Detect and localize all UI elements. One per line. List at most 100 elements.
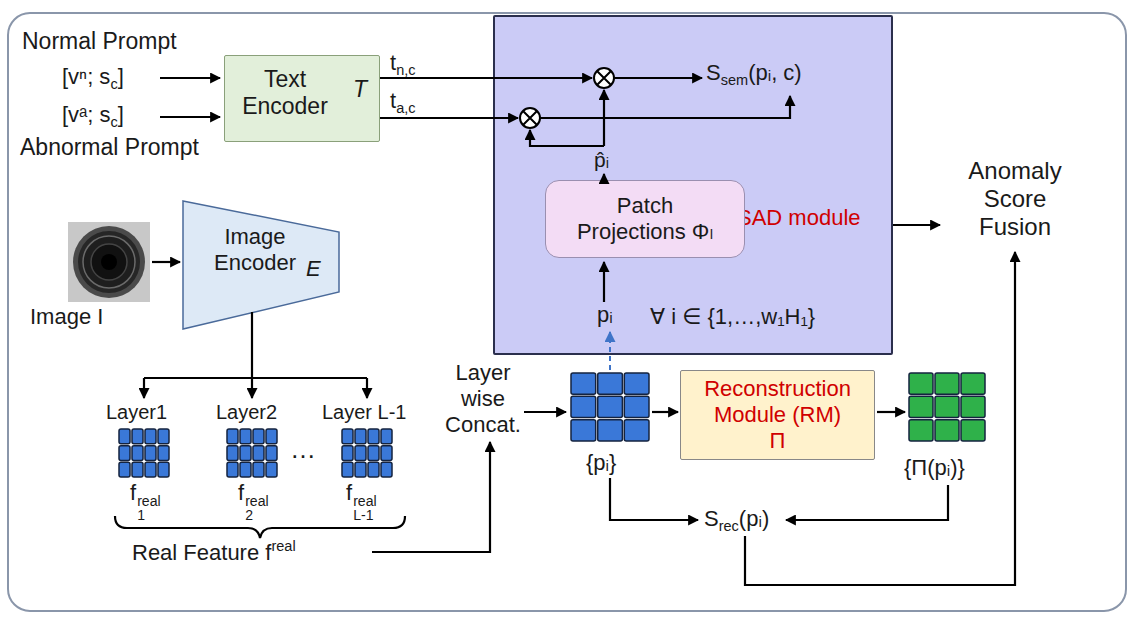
- projection-arrow: [603, 90, 605, 146]
- grid-cell: [119, 429, 130, 444]
- grid-cell: [240, 462, 251, 477]
- rm-output-arrow: [877, 411, 905, 413]
- subscript-text: c: [111, 114, 118, 130]
- grid-cell: [253, 462, 264, 477]
- grid-cell: [571, 396, 596, 417]
- grid-cell: [909, 396, 933, 417]
- label-group: Layer2: [216, 401, 277, 425]
- node-text: Image Encoder: [200, 224, 310, 276]
- script-stack: real2: [245, 494, 268, 522]
- label-text: Image I: [30, 304, 103, 329]
- grid-cell: [624, 396, 649, 417]
- grid-cell: [961, 396, 985, 417]
- label-group: freal1: [130, 480, 161, 522]
- grid-cell: [240, 429, 251, 444]
- dashed-arrow: [609, 332, 611, 370]
- grid-cell: [909, 373, 933, 394]
- grid-cell: [624, 420, 649, 441]
- grid-cell: [961, 420, 985, 441]
- grid-cell: [342, 429, 353, 444]
- subscript-text: a,c: [396, 100, 415, 116]
- grid-cell: [266, 446, 277, 461]
- image-arrow: [152, 261, 180, 263]
- grid-cell: [598, 396, 623, 417]
- grid-cell: [158, 446, 169, 461]
- grid-cell: [381, 446, 392, 461]
- multiply-symbol: [594, 68, 614, 88]
- subscript-text: rec: [719, 518, 739, 534]
- feature-grids: [119, 373, 985, 477]
- grid-cell: [266, 462, 277, 477]
- label-group: Layer wise Concat.: [440, 360, 526, 438]
- grid-cell: [158, 429, 169, 444]
- label-text: S: [704, 506, 719, 531]
- grid-cell: [909, 420, 933, 441]
- grid-cell: [253, 446, 264, 461]
- grid-cell: [571, 373, 596, 394]
- node-text: E: [306, 256, 321, 282]
- multiply-cross: [523, 111, 537, 125]
- projection-arrow: [530, 130, 604, 146]
- grid-cell: [227, 446, 238, 461]
- label-group: Real Feature freal: [132, 538, 296, 566]
- subscript-text: n,c: [396, 62, 415, 78]
- node-text: Patch Projections Φₗ: [564, 193, 726, 245]
- grid-cell: [935, 420, 959, 441]
- label-group: Layer1: [106, 401, 167, 425]
- label-group: [vᵃ; sc]: [62, 102, 124, 131]
- label-text: t: [390, 88, 396, 113]
- label-group: Normal Prompt: [22, 28, 177, 55]
- label-text: Normal Prompt: [22, 28, 177, 54]
- layer-branch: [144, 312, 367, 378]
- grid-cell: [158, 462, 169, 477]
- node-text: Reconstruction Module (RM): [681, 376, 874, 428]
- label-text: 1: [137, 508, 160, 522]
- label-text: {Π(pᵢ)}: [904, 455, 965, 480]
- grid-cell: [132, 429, 143, 444]
- grid-cell: [355, 446, 366, 461]
- layer-arrow: [366, 378, 368, 398]
- label-text: Layer wise Concat.: [445, 360, 521, 437]
- process-box: Reconstruction Module (RM)Π: [680, 370, 875, 460]
- node-text: Text Encoder: [233, 66, 337, 120]
- grid-cell: [368, 446, 379, 461]
- prompt-arrow: [160, 77, 220, 79]
- multiply-symbol: [520, 108, 540, 128]
- node-text: Anomaly Score Fusion: [950, 157, 1080, 242]
- module-box: SAD module Patch Projections Φₗ: [493, 15, 893, 355]
- image-ring: [78, 231, 140, 293]
- grid-cell: [132, 446, 143, 461]
- grid-cell: [145, 446, 156, 461]
- label-text: f: [238, 480, 244, 505]
- label-text: Layer1: [106, 401, 167, 423]
- text-feature-arrow: [380, 77, 592, 79]
- layer-arrow: [143, 378, 145, 398]
- label-group: {Π(pᵢ)}: [904, 455, 965, 481]
- grid-cell: [935, 396, 959, 417]
- grid-cell: [598, 420, 623, 441]
- label-text: 2: [245, 508, 268, 522]
- prompt-arrow: [160, 116, 220, 118]
- label-text: Layer2: [216, 401, 277, 423]
- label-group: Layer L-1: [322, 401, 407, 425]
- label-group: tn,c: [390, 50, 416, 79]
- image-ring: [73, 226, 145, 298]
- image-background: [68, 222, 150, 302]
- grid-cell: [132, 462, 143, 477]
- label-text: real: [245, 494, 268, 508]
- grid-cell: [342, 446, 353, 461]
- grid-cell: [355, 462, 366, 477]
- grid-cell: [571, 420, 596, 441]
- label-group: Image I: [30, 304, 103, 330]
- label-text: L-1: [353, 508, 376, 522]
- layer-arrow: [251, 378, 253, 398]
- input-image: [68, 222, 150, 302]
- node-text: SAD module: [737, 205, 861, 231]
- subscript-text: c: [110, 76, 117, 92]
- grid-cell: [227, 462, 238, 477]
- concat-arrow: [524, 411, 566, 413]
- connector-arrow: [893, 224, 940, 226]
- label-text: Abnormal Prompt: [20, 134, 199, 160]
- grid-cell: [145, 462, 156, 477]
